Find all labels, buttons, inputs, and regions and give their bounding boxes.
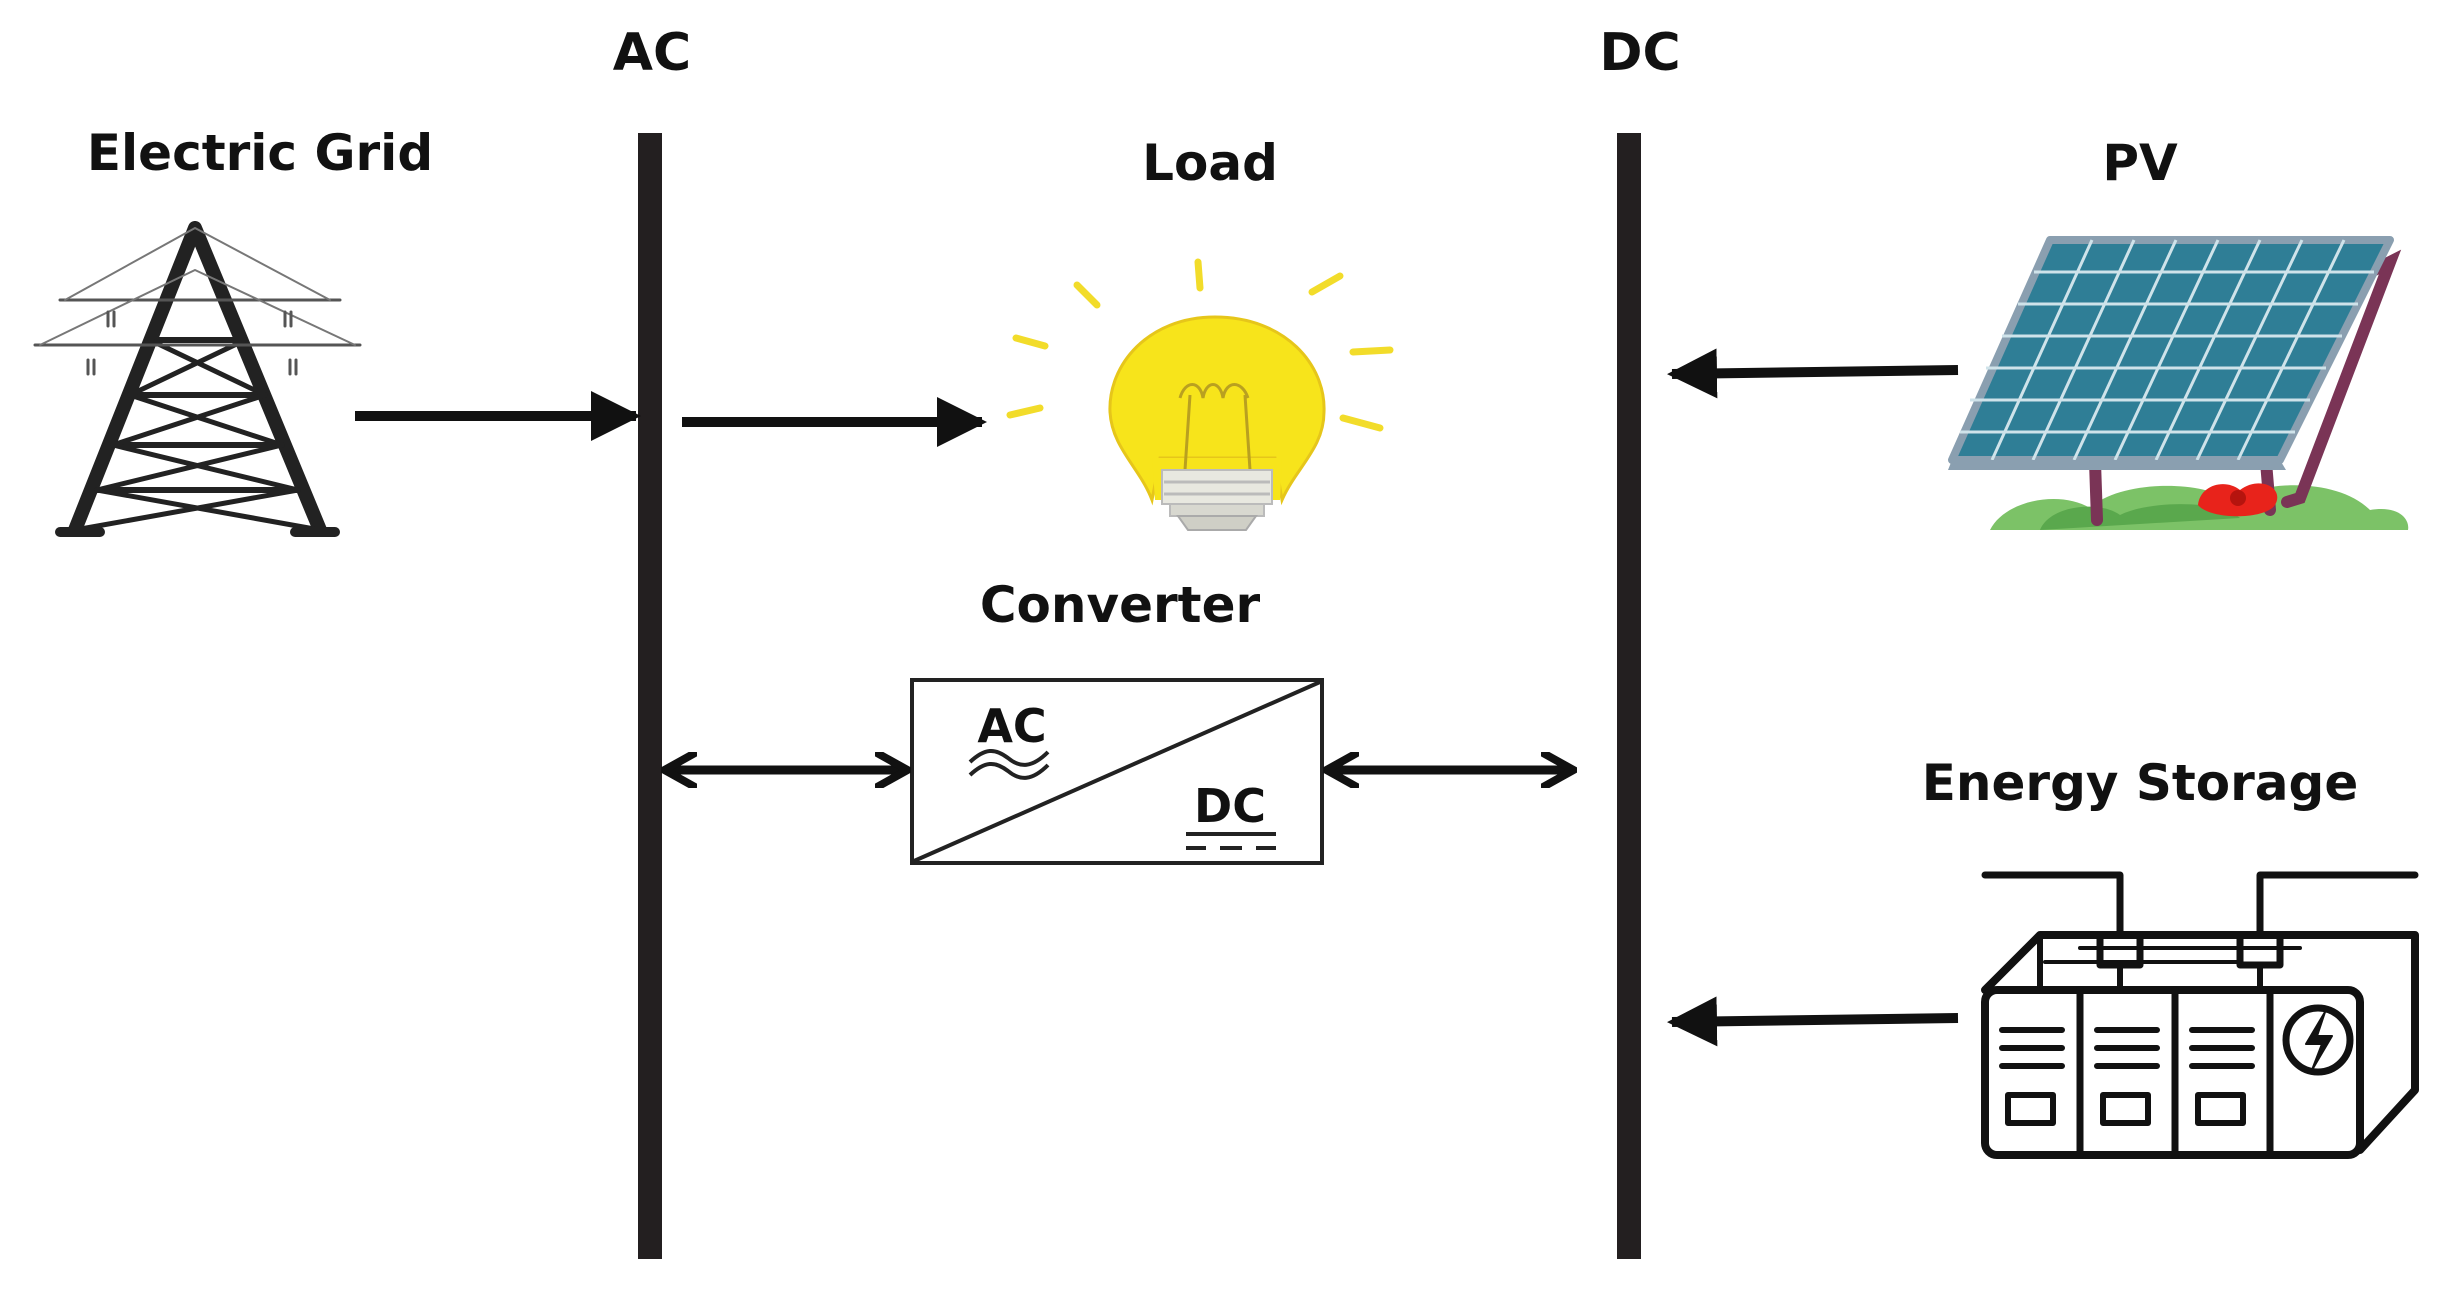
transmission-tower-icon <box>33 221 362 537</box>
converter-dc-text: DC <box>1194 779 1266 833</box>
dc-bus-label: DC <box>1599 23 1680 83</box>
load-label: Load <box>1142 134 1278 192</box>
ac-dc-converter-icon: AC DC <box>910 678 1324 865</box>
sine-wave-icon <box>968 749 1050 767</box>
energy-storage-label: Energy Storage <box>1922 754 2358 812</box>
solar-panel-icon <box>1948 236 2409 530</box>
bolt-circle-icon <box>2282 1004 2354 1076</box>
battery-icon <box>1981 871 2419 1159</box>
ac-bus-line <box>638 133 662 1259</box>
dc-bus-line <box>1617 133 1641 1259</box>
converter-ac-text: AC <box>977 699 1046 753</box>
pv-to-dc-arrow <box>1667 348 1959 399</box>
pv-label: PV <box>2102 134 2178 192</box>
bolt-icon <box>2305 1011 2333 1071</box>
ac-bus-label: AC <box>613 23 691 83</box>
electric-grid-label: Electric Grid <box>87 124 433 182</box>
light-bulb-icon <box>1006 258 1394 531</box>
storage-to-dc-arrow <box>1667 996 1959 1047</box>
converter-label: Converter <box>980 576 1261 634</box>
